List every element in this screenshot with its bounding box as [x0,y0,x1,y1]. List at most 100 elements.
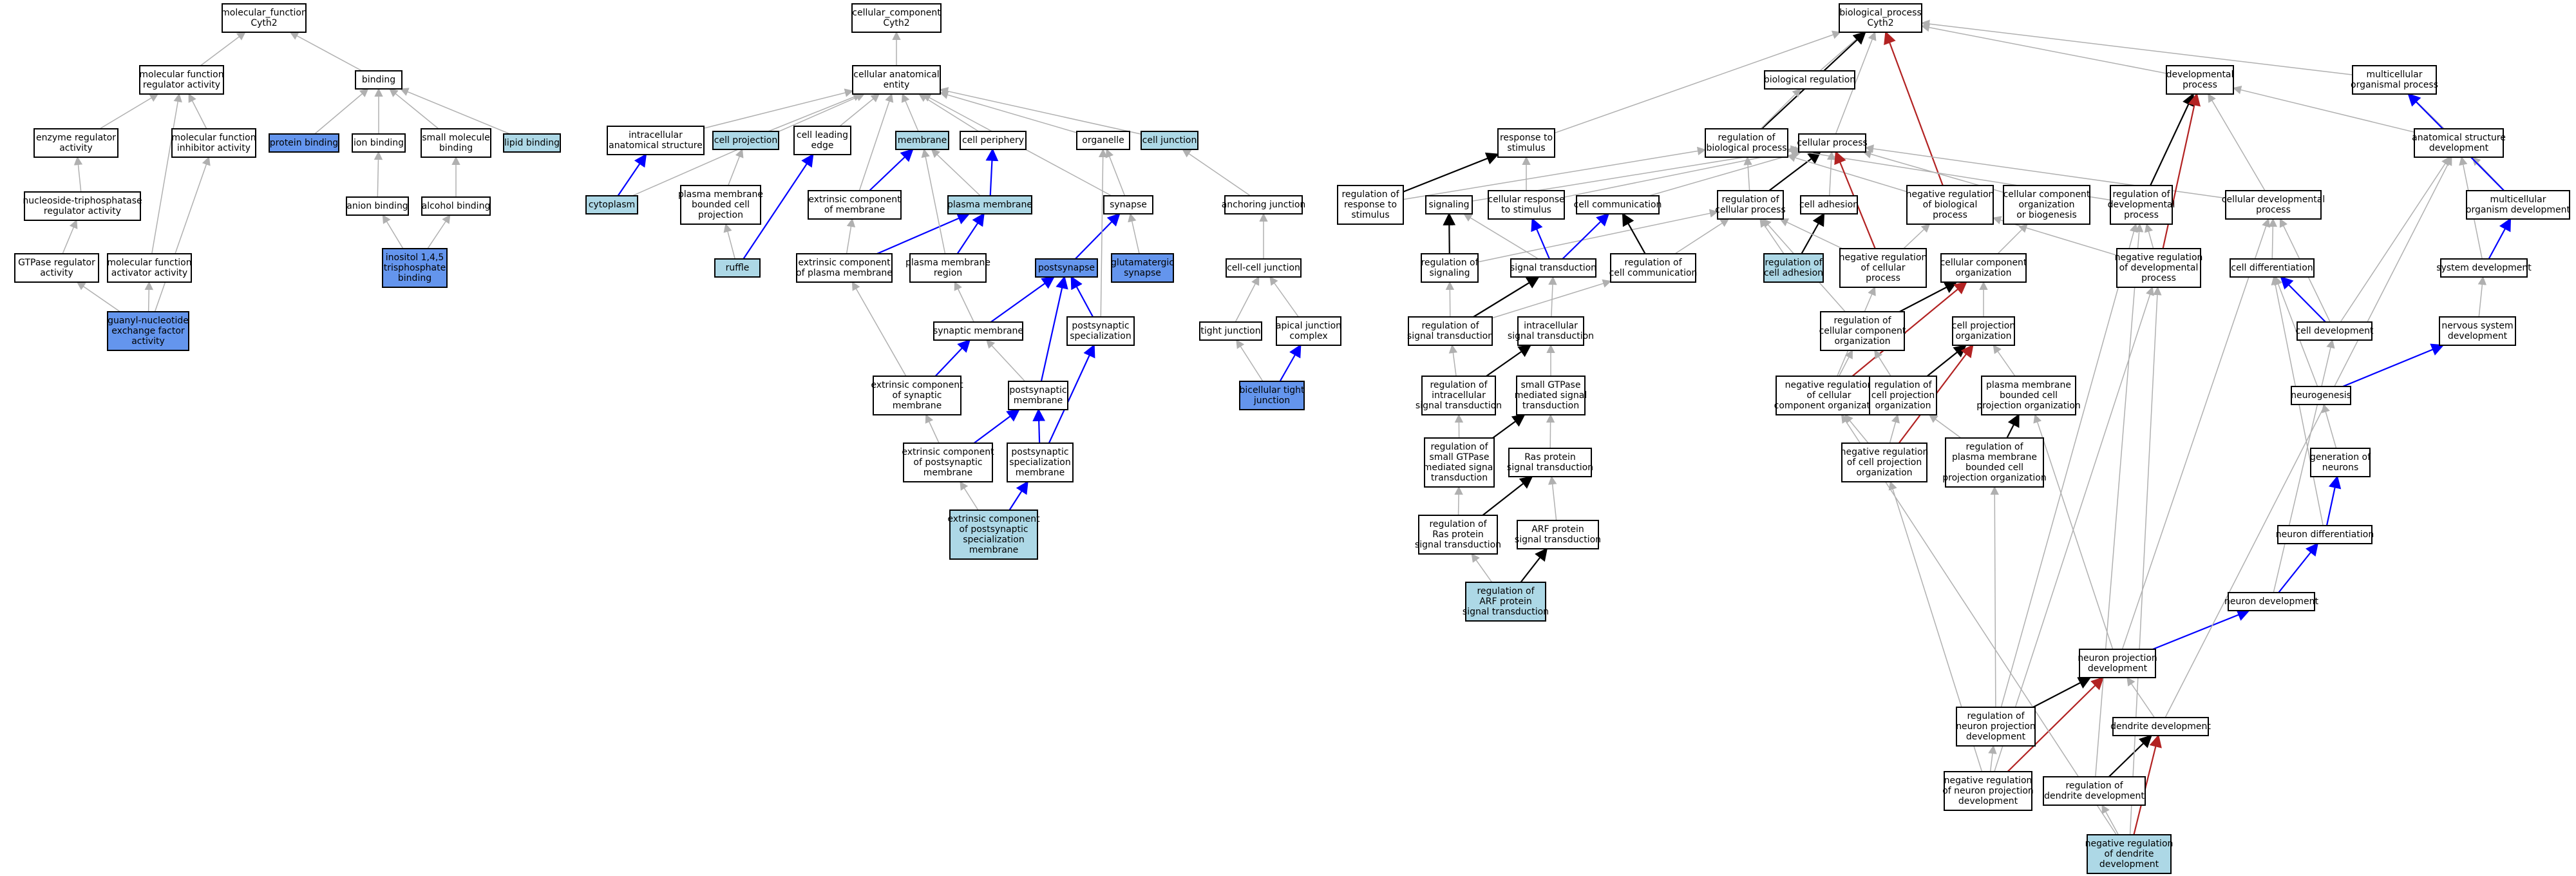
node-label: of cell projection [1847,457,1922,468]
node-label: negative regulation [2085,839,2174,849]
edge-ext_pm-to-ext_mem [846,218,856,254]
node-box [139,65,224,95]
edge-gef-to-gtpase_reg [76,281,120,312]
node-label: nervous system [2441,321,2513,331]
edge-npd-to-pm_bcpo [2033,414,2114,650]
edge-neg_cpo-to-reg_cpo [1889,414,1900,444]
edge-ias-to-cae [703,88,854,129]
node-label: response to [1500,133,1553,143]
node-label: negative regulation [1839,252,1927,263]
node-box [421,196,491,216]
edge-neg_dend-to-reg_dend [2101,804,2119,835]
node-label: membrane [893,401,942,411]
edge-ps_spec_mem-to-ps_spec [1048,344,1095,444]
node-label: biological process [1707,143,1787,153]
node-label: region [934,268,962,278]
node-label: biological_process [1839,8,1922,18]
node-label: synapse [1124,268,1161,278]
node-label: development [1966,732,2026,742]
edge-ras-to-sgtp [1546,414,1555,449]
node-box [1007,443,1074,482]
node-label: intracellular [1432,390,1486,401]
node-box [1576,195,1660,214]
node-box [1141,131,1198,150]
node-label: activity [40,268,73,278]
edge-cell_adh-to-cell_proc [1826,151,1836,196]
edge-neuron_dev-to-cell_dev [2273,339,2335,593]
node-label: Cyth2 [1867,18,1893,28]
node-label: negative regulation [1785,380,1873,390]
node-box [1764,70,1855,90]
node-label: cell adhesion [1764,268,1823,278]
node-box [346,196,409,216]
node-label: organism development [2466,205,2571,215]
node-box [2439,316,2516,346]
node-label: system development [2436,263,2532,273]
node-label: multicellular [2490,195,2546,205]
edge-dend_dev-to-anat_dev [2164,156,2452,718]
go-term-node: cell communication [1574,195,1662,214]
node-label: mediated signal [1423,462,1495,473]
node-box [1517,520,1599,549]
node-label: projection [698,210,743,220]
edge-reg_dev-to-dev_proc [2150,93,2195,186]
node-label: signal transduction [1463,607,1549,617]
edge-ps_mem-to-syn_mem [986,339,1026,382]
node-label: of cellular [1806,390,1851,401]
edge-ext_ps_spec-to-ext_ps_mem [960,481,979,511]
go-term-node: lipid binding [503,133,561,153]
edge-bicell-to-apical [1279,344,1302,382]
go-term-node: anion binding [346,196,409,216]
edge-pm_region-to-membrane [921,148,946,254]
node-label: activator activity [111,268,187,278]
node-label: cell-cell junction [1227,263,1300,273]
node-label: membrane [1014,395,1063,406]
node-label: ion binding [354,138,404,148]
go-term-node: neuron differentiation [2276,525,2374,544]
node-label: inhibitor activity [177,143,251,153]
node-label: molecular function [171,133,256,143]
node-label: cell junction [1142,135,1197,146]
node-label: mediated signal [1515,390,1587,401]
edge-cell_diff-to-cell_dev_proc [2268,218,2278,260]
node-box [1800,195,1858,214]
node-box [222,3,307,33]
node-box [107,253,192,283]
node-label: dendrite development [2044,791,2145,801]
edge-intra_st-to-sig_trans [1548,276,1557,318]
node-label: cellular anatomical [853,70,939,80]
go-term-node: synaptic membrane [933,321,1023,341]
node-label: guanyl-nucleotide [108,316,189,326]
node-label: cellular component [2003,189,2090,200]
edge-ps_spec-to-organelle [1098,148,1108,318]
edge-bicell-to-tight [1236,339,1264,382]
edge-reg_sig-to-reg_cp [1477,209,1719,263]
node-box [2310,448,2371,477]
node-box [1035,258,1098,278]
edge-reg_arf-to-arf [1520,548,1548,583]
node-label: signal transduction [1416,401,1502,411]
node-label: activity [131,336,165,347]
node-label: regulator activity [44,206,121,216]
edge-apical-to-cc_junction [1269,276,1299,318]
node-label: regulation of [1421,258,1479,268]
node-label: development [2429,143,2489,153]
